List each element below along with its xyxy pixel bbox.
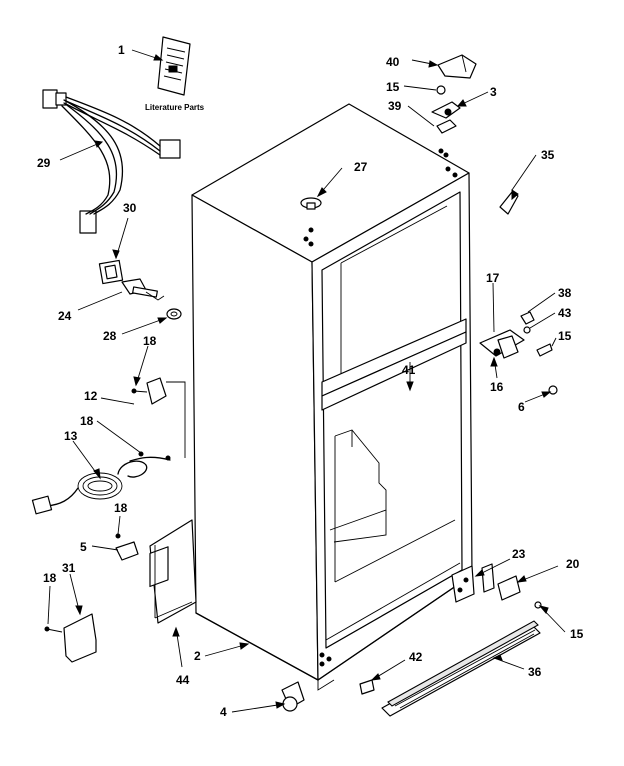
callout-43: 43 xyxy=(558,306,572,320)
part-callouts: Literature Parts 1 40 15 3 39 35 29 27 3… xyxy=(37,43,584,719)
cabinet-body xyxy=(149,103,473,691)
callout-12: 12 xyxy=(84,389,98,403)
callout-30: 30 xyxy=(123,201,137,215)
callout-2: 2 xyxy=(194,649,201,663)
roller-part xyxy=(281,681,305,712)
callout-36: 36 xyxy=(528,665,542,679)
cord-clamp-part xyxy=(115,533,139,561)
callout-15-mid: 15 xyxy=(558,329,572,343)
callout-18-upper: 18 xyxy=(143,334,157,348)
literature-parts-sheet xyxy=(157,36,191,96)
access-cover-part xyxy=(44,613,97,663)
callout-44: 44 xyxy=(176,673,190,687)
screw-part-42 xyxy=(359,679,375,695)
callout-39: 39 xyxy=(388,99,402,113)
callout-15-bottom: 15 xyxy=(570,627,584,641)
center-hinge-assembly xyxy=(479,311,558,395)
callout-29: 29 xyxy=(37,156,51,170)
callout-24: 24 xyxy=(58,309,72,323)
callout-20: 20 xyxy=(566,557,580,571)
callout-40: 40 xyxy=(386,55,400,69)
bottom-hinge-assembly xyxy=(451,563,542,609)
callout-35: 35 xyxy=(541,148,555,162)
thermostat-assembly xyxy=(98,259,182,320)
leader-lines xyxy=(47,49,566,713)
callout-16: 16 xyxy=(490,380,504,394)
callout-18-clamp: 18 xyxy=(114,501,128,515)
callout-17: 17 xyxy=(486,271,500,285)
callout-23: 23 xyxy=(512,547,526,561)
callout-27: 27 xyxy=(354,160,368,174)
callout-6: 6 xyxy=(518,400,525,414)
hinge-cover-part xyxy=(437,54,477,79)
callout-18-cord: 18 xyxy=(80,414,94,428)
callout-41: 41 xyxy=(402,363,416,377)
top-hinge-assembly xyxy=(431,85,461,158)
callout-13: 13 xyxy=(64,429,78,443)
toe-grille-part xyxy=(381,620,541,717)
callout-1: 1 xyxy=(118,43,125,57)
callout-5: 5 xyxy=(80,540,87,554)
callout-4: 4 xyxy=(220,705,227,719)
callout-38: 38 xyxy=(558,286,572,300)
callout-42: 42 xyxy=(409,650,423,664)
callout-15-top: 15 xyxy=(386,80,400,94)
callout-18-cover: 18 xyxy=(43,571,57,585)
literature-parts-note: Literature Parts xyxy=(145,103,205,112)
callout-31: 31 xyxy=(62,561,76,575)
wire-harness-part xyxy=(42,89,181,234)
light-socket-part xyxy=(131,377,186,458)
power-cord-part xyxy=(31,451,171,515)
callout-28: 28 xyxy=(103,329,117,343)
callout-3: 3 xyxy=(490,85,497,99)
top-plug-part xyxy=(300,197,322,233)
